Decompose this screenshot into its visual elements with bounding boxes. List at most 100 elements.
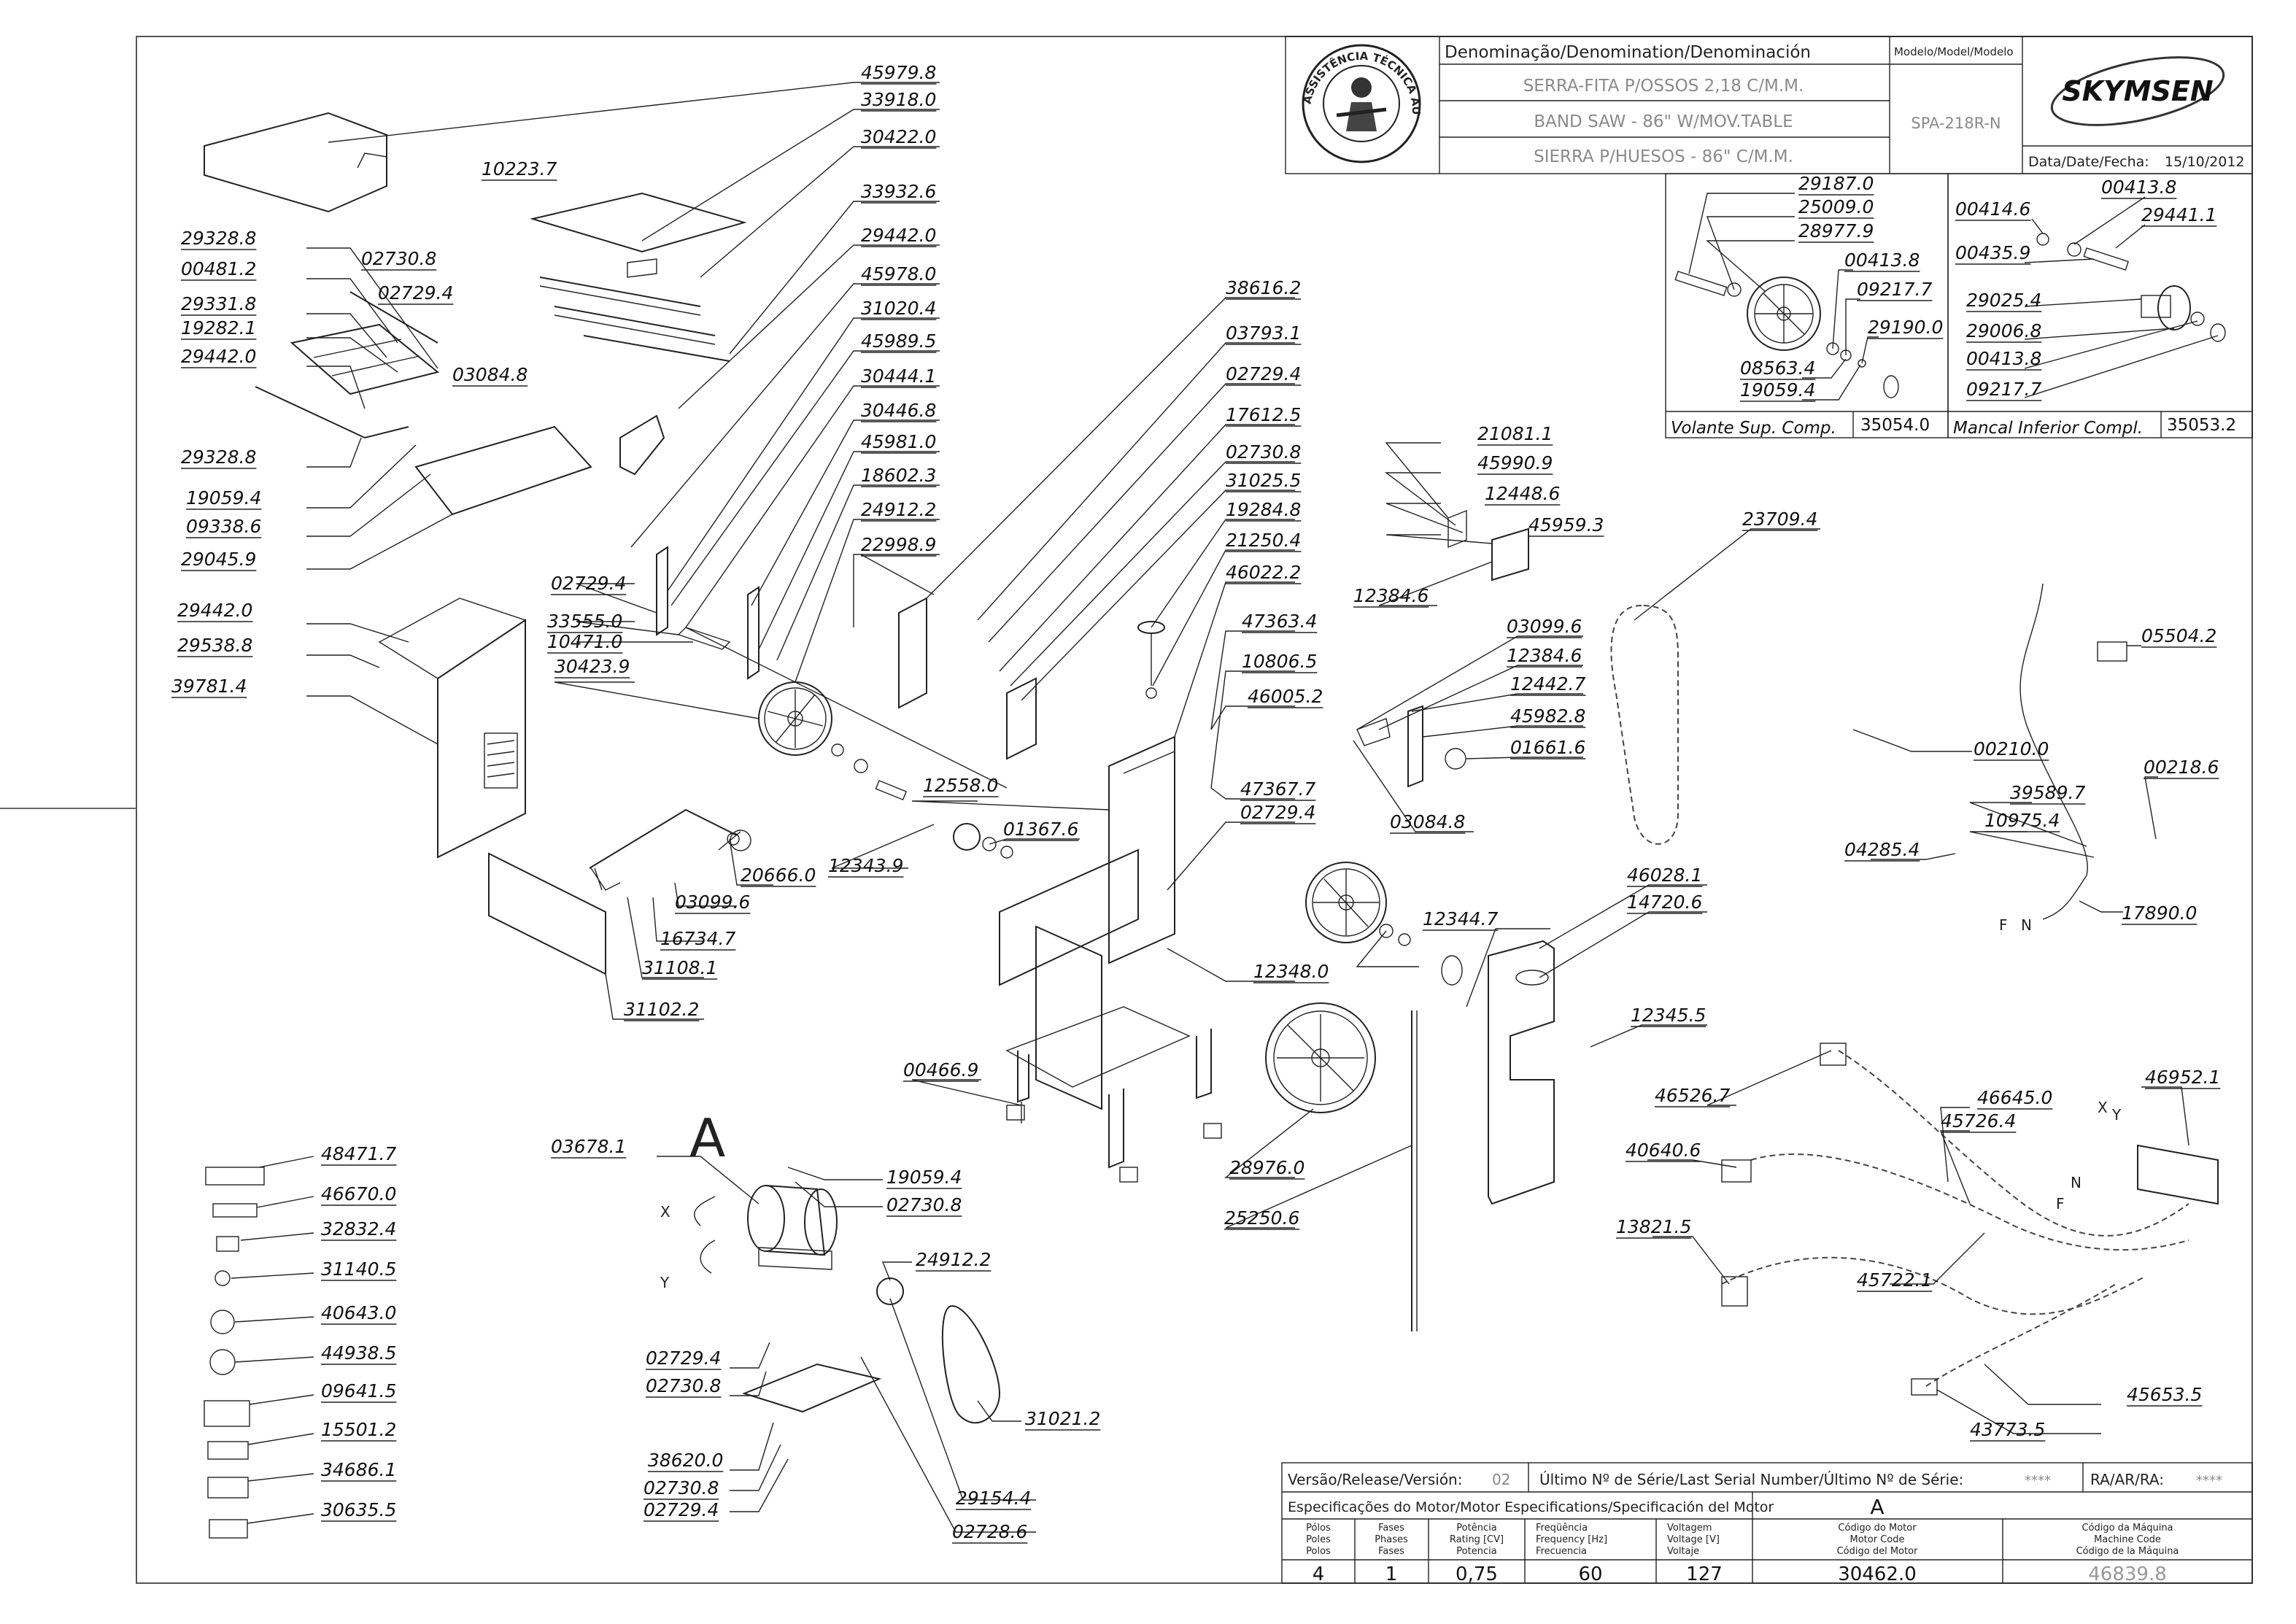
svg-text:46839.8: 46839.8	[2088, 1563, 2167, 1585]
part-label: 03793.1	[1226, 322, 1301, 344]
part-label: 47367.7	[1240, 778, 1315, 800]
part-label: 29006.8	[1966, 320, 2041, 341]
part-label: 31102.2	[624, 999, 699, 1020]
part-label: 24912.2	[916, 1249, 991, 1270]
part-label: 12448.6	[1485, 483, 1560, 504]
part-label: 03084.8	[1390, 811, 1465, 832]
svg-text:Pólos: Pólos	[1306, 1523, 1331, 1534]
sub-assembly-mancal: Mancal Inferior Compl. 35053.2	[1947, 173, 2253, 438]
motor-group-mark: A	[689, 1107, 725, 1169]
part-label: 29442.0	[177, 600, 252, 621]
svg-text:Freqüência: Freqüência	[1536, 1523, 1588, 1534]
date-label: Data/Date/Fecha:	[2028, 154, 2149, 170]
part-label: 18602.3	[861, 465, 936, 486]
part-label: 20666.0	[741, 865, 816, 886]
part-label: 00413.8	[1966, 348, 2041, 369]
part-label: 21250.4	[1226, 530, 1301, 551]
part-label: 09217.7	[1966, 379, 2041, 400]
part-label: 02729.4	[378, 282, 453, 303]
part-label: 05504.2	[2141, 625, 2216, 646]
part-label: 02730.8	[361, 248, 436, 269]
part-label: 45979.8	[861, 62, 936, 83]
part-label: 09338.6	[186, 516, 261, 537]
spec-col-voltage: Voltagem Voltage [V] Voltaje 127	[1667, 1523, 1723, 1585]
svg-text:1: 1	[1385, 1563, 1398, 1585]
part-label: 38616.2	[1226, 277, 1301, 298]
svg-text:30462.0: 30462.0	[1838, 1563, 1917, 1585]
part-label: 02730.8	[886, 1194, 962, 1215]
part-label: 13821.5	[1616, 1216, 1691, 1237]
serial-value: ****	[2025, 1473, 2051, 1488]
wire-mark-n: N	[2021, 916, 2032, 934]
part-label: 14720.6	[1627, 892, 1702, 913]
wire-mark-f: F	[1999, 916, 2008, 934]
product-name-pt: SERRA-FITA P/OSSOS 2,18 C/M.M.	[1523, 77, 1804, 96]
part-label: 15501.2	[321, 1419, 396, 1440]
part-label: 00413.8	[1844, 250, 1920, 271]
part-label: 19282.1	[181, 317, 256, 339]
part-label: 03099.6	[675, 892, 750, 913]
svg-text:60: 60	[1578, 1563, 1602, 1585]
svg-text:Rating [CV]: Rating [CV]	[1450, 1534, 1504, 1545]
model-code: SPA-218R-N	[1911, 115, 2001, 132]
part-label: 12442.7	[1510, 673, 1585, 695]
part-label: 33932.6	[861, 181, 936, 202]
svg-text:Machine Code: Machine Code	[2094, 1534, 2161, 1545]
part-label: 28977.9	[1798, 220, 1874, 241]
product-name-es: SIERRA P/HUESOS - 86" C/M.M.	[1534, 147, 1793, 166]
part-label: 45978.0	[861, 263, 936, 285]
part-label: 10806.5	[1242, 651, 1317, 672]
part-label: 29331.8	[181, 293, 256, 314]
part-label: 39589.7	[2010, 782, 2085, 803]
part-label: 12384.6	[1353, 585, 1429, 606]
part-label: 29045.9	[181, 549, 256, 570]
part-label: 02729.4	[551, 573, 626, 594]
drawing-frame	[136, 36, 2253, 1584]
part-label: 29187.0	[1798, 173, 1874, 194]
seal-text: ASSISTÊNCIA TÉCNICA AUTORIZADA	[0, 0, 1423, 115]
part-label: 29025.4	[1966, 290, 2041, 311]
part-label: 45990.9	[1477, 452, 1553, 473]
spec-col-phases: Fases Phases Fases 1	[1375, 1523, 1408, 1585]
spec-col-frequency: Freqüência Frequency [Hz] Frecuencia 60	[1536, 1523, 1607, 1585]
part-label: 00413.8	[2101, 177, 2176, 198]
part-label: 29328.8	[181, 228, 256, 249]
wire-mark-x2: X	[2098, 1099, 2108, 1116]
part-label: 45722.1	[1857, 1269, 1932, 1291]
part-label: 30446.8	[861, 400, 936, 421]
part-label: 02728.6	[952, 1521, 1027, 1542]
svg-text:ASSISTÊNCIA TÉCNICA AUTORIZADA: ASSISTÊNCIA TÉCNICA AUTORIZADA	[0, 0, 1423, 115]
part-label: 45982.8	[1510, 705, 1585, 727]
wire-mark-n2: N	[2071, 1174, 2082, 1191]
sub-assembly-mancal-code: 35053.2	[2167, 416, 2236, 435]
part-label: 31108.1	[642, 957, 717, 978]
svg-text:Polos: Polos	[1306, 1546, 1331, 1557]
spec-col-rating: Potência Rating [CV] Potencia 0,75	[1450, 1523, 1504, 1585]
part-label: 02730.8	[643, 1477, 719, 1499]
part-label: 03084.8	[452, 364, 527, 385]
part-label: 46952.1	[2145, 1067, 2220, 1088]
part-label: 03678.1	[551, 1136, 626, 1157]
part-label: 45726.4	[1941, 1110, 2016, 1132]
part-label: 12343.9	[828, 855, 903, 876]
title-block: ASSISTÊNCIA TÉCNICA AUTORIZADA Denominaç…	[0, 0, 2253, 174]
version-label: Versão/Release/Versión:	[1288, 1471, 1462, 1488]
part-label: 45653.5	[2127, 1384, 2202, 1405]
spec-col-poles: Pólos Poles Polos 4	[1306, 1523, 1331, 1585]
part-label: 02729.4	[643, 1499, 719, 1520]
part-label: 45989.5	[861, 330, 936, 352]
spec-col-motor-code: Código do Motor Motor Code Código del Mo…	[1837, 1523, 1918, 1585]
wire-mark-y2: Y	[2111, 1106, 2122, 1124]
part-label: 08563.4	[1740, 357, 1815, 379]
version-value: 02	[1492, 1471, 1510, 1488]
part-labels: 45979.8 33918.0 30422.0 10223.7 33932.6 …	[171, 62, 2221, 1544]
part-label: 34686.1	[321, 1459, 396, 1480]
part-label: 00414.6	[1955, 198, 2030, 220]
part-label: 33918.0	[861, 89, 936, 110]
svg-text:Voltage [V]: Voltage [V]	[1667, 1534, 1720, 1545]
part-label: 19059.4	[186, 487, 261, 509]
part-label: 10975.4	[1984, 810, 2060, 831]
part-label: 40640.6	[1626, 1140, 1701, 1161]
part-label: 30423.9	[554, 656, 630, 677]
sub-assembly-volante-label: Volante Sup. Comp.	[1671, 419, 1836, 438]
